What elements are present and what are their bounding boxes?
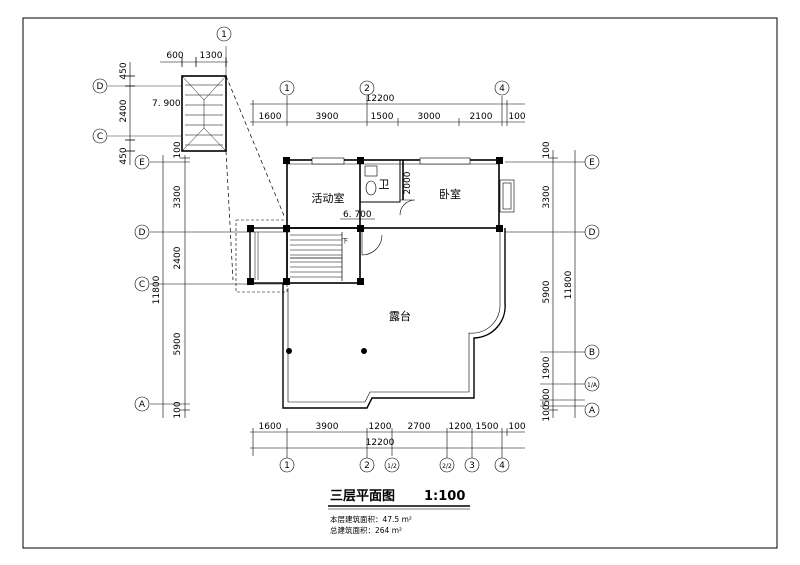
stair-down-label: 下: [342, 238, 348, 245]
bottom-dim-seg-6: 1500: [476, 422, 499, 432]
top-dim-seg-3: 1500: [371, 112, 394, 122]
top-dim-seg-2: 3900: [316, 112, 339, 122]
drawing-frame: [22, 17, 778, 549]
top-axis-label-2: 2: [364, 84, 370, 94]
left-dim-seg-3: 2400: [173, 246, 183, 269]
right-axis-label-3: B: [589, 348, 595, 358]
bottom-axis-label-6: 4: [499, 461, 505, 471]
left-axis-label-3: C: [139, 280, 145, 290]
left-axis-label-2: D: [139, 228, 146, 238]
bottom-dim-total: 12200: [366, 438, 395, 448]
drawing-scale: 1:100: [424, 489, 465, 504]
top-dim-seg-1: 1600: [259, 112, 282, 122]
inset-dim-top-2: 1300: [200, 51, 223, 61]
stair: [235, 219, 361, 293]
room-wc-label: 卫: [379, 178, 390, 191]
bottom-axis-label-4: 2/2: [442, 463, 452, 470]
left-dim-seg-4: 5900: [173, 332, 183, 355]
right-dim-seg-2: 3300: [542, 185, 552, 208]
bottom-dim-seg-4: 2700: [408, 422, 431, 432]
inset-elevation: 7. 900: [152, 99, 181, 109]
top-dim-seg-4: 3000: [418, 112, 441, 122]
right-axis-label-2: D: [589, 228, 596, 238]
bottom-dim-seg-3: 1200: [369, 422, 392, 432]
windows-top: [311, 157, 515, 213]
room-activity-label: 活动室: [312, 191, 345, 205]
right-dim-seg-5: 500: [542, 388, 552, 405]
left-dim-seg-1: 100: [173, 141, 183, 158]
inset-dim-top-1: 600: [166, 51, 183, 61]
top-dimensions: [250, 96, 525, 126]
drawing-title: 三层平面图: [330, 489, 395, 504]
right-axis-label-5: A: [589, 406, 596, 416]
right-dim-total: 11800: [564, 270, 574, 299]
right-dim-seg-6: 100: [542, 404, 552, 421]
inset-dim-left-2: 2400: [119, 99, 129, 122]
bottom-axis-label-2: 2: [364, 461, 370, 471]
left-dim-seg-2: 3300: [173, 185, 183, 208]
inset-axis-left-label-2: C: [97, 132, 103, 142]
left-dim-seg-5: 100: [173, 401, 183, 418]
left-dim-total: 11800: [152, 275, 162, 304]
floor-elevation: 6. 700: [343, 210, 372, 220]
floor-area-note: 本层建筑面积：47.5 m²: [330, 514, 412, 524]
inset-axis-left-label-1: D: [97, 82, 104, 92]
top-dim-seg-5: 2100: [470, 112, 493, 122]
roof-inset: [108, 46, 228, 165]
inset-axis-top-label: 1: [221, 30, 227, 40]
right-dim-seg-4: 1900: [542, 356, 552, 379]
right-axis-label-4: 1/A: [587, 382, 598, 389]
right-axis-label-1: E: [589, 158, 595, 168]
left-dimensions: [150, 155, 290, 418]
columns: [247, 157, 503, 354]
right-dimensions: [505, 150, 585, 418]
left-axis-label-4: A: [139, 400, 146, 410]
bottom-axis-label-5: 3: [469, 461, 475, 471]
top-axis-label-3: 4: [499, 84, 505, 94]
right-dim-seg-1: 100: [542, 141, 552, 158]
total-area-note: 总建筑面积：264 m²: [330, 525, 402, 535]
wc-fixtures: [364, 165, 378, 196]
wc-dim-label: 2000: [403, 171, 413, 194]
right-dim-seg-3: 5900: [542, 280, 552, 303]
bottom-dimensions: [250, 428, 525, 458]
bottom-axis-label-3: 1/2: [387, 463, 397, 470]
terrace-outline: [282, 228, 506, 409]
axis-bubbles: [92, 26, 600, 473]
room-terrace-label: 露台: [389, 309, 411, 323]
inset-callout-lines: [225, 75, 286, 281]
bottom-axis-label-1: 1: [284, 461, 290, 471]
bottom-dim-seg-7: 100: [508, 422, 525, 432]
inset-dim-left-1: 450: [119, 62, 129, 79]
inset-dim-left-3: 450: [119, 147, 129, 164]
room-bedroom-label: 卧室: [439, 187, 461, 201]
bottom-dim-seg-1: 1600: [259, 422, 282, 432]
bottom-dim-seg-2: 3900: [316, 422, 339, 432]
top-dim-seg-6: 100: [508, 112, 525, 122]
top-dim-total: 12200: [366, 94, 395, 104]
doors: [361, 199, 416, 256]
left-axis-label-1: E: [139, 158, 145, 168]
bottom-dim-seg-5: 1200: [449, 422, 472, 432]
top-axis-label-1: 1: [284, 84, 290, 94]
